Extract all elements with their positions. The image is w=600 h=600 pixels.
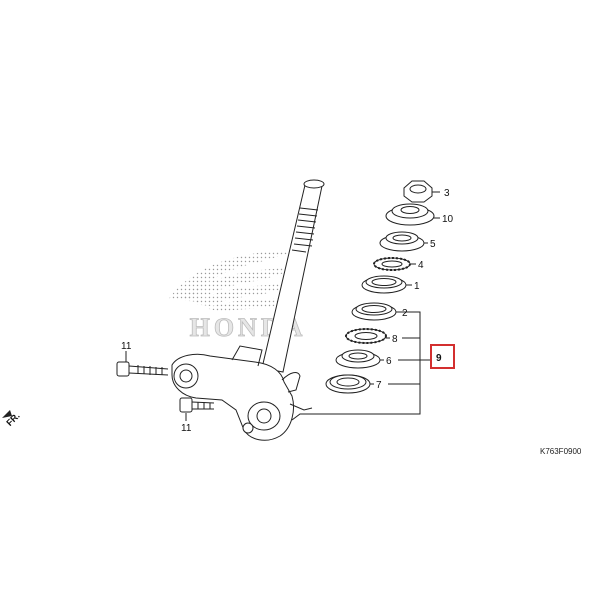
label-part-11-lower: 11 <box>181 423 192 434</box>
label-part-11-upper: 11 <box>121 341 132 352</box>
bottom-bridge <box>171 345 313 441</box>
part-3-nut <box>403 180 440 203</box>
label-part-5: 5 <box>430 239 436 250</box>
steering-stem <box>261 179 325 373</box>
label-part-6: 6 <box>386 356 392 367</box>
part-9-bracket <box>291 311 432 421</box>
part-10-locknut <box>385 203 440 226</box>
label-part-4: 4 <box>418 260 424 271</box>
label-part-8: 8 <box>392 334 398 345</box>
part-1-ball-race <box>361 275 412 294</box>
part-2-ball-race <box>351 302 414 321</box>
part-4-bearing <box>373 257 416 271</box>
front-direction-indicator: FR. <box>2 410 22 428</box>
label-part-7: 7 <box>376 380 382 391</box>
label-part-3: 3 <box>444 188 450 199</box>
bolt-11-upper <box>116 361 169 377</box>
label-part-2: 2 <box>402 308 408 319</box>
part-5-cone-race <box>379 231 428 252</box>
part-9-highlight-box <box>430 344 455 369</box>
label-part-9: 9 <box>436 353 442 364</box>
part-8-bearing <box>345 328 390 344</box>
diagram-code: K763F0900 <box>540 447 582 456</box>
label-part-10: 10 <box>442 214 454 225</box>
part-6-cone-race <box>335 349 384 369</box>
part-7-dust-seal <box>325 374 374 394</box>
bolt-11-lower <box>179 397 215 413</box>
label-part-1: 1 <box>414 281 420 292</box>
leader-lines-bridge <box>125 351 187 421</box>
